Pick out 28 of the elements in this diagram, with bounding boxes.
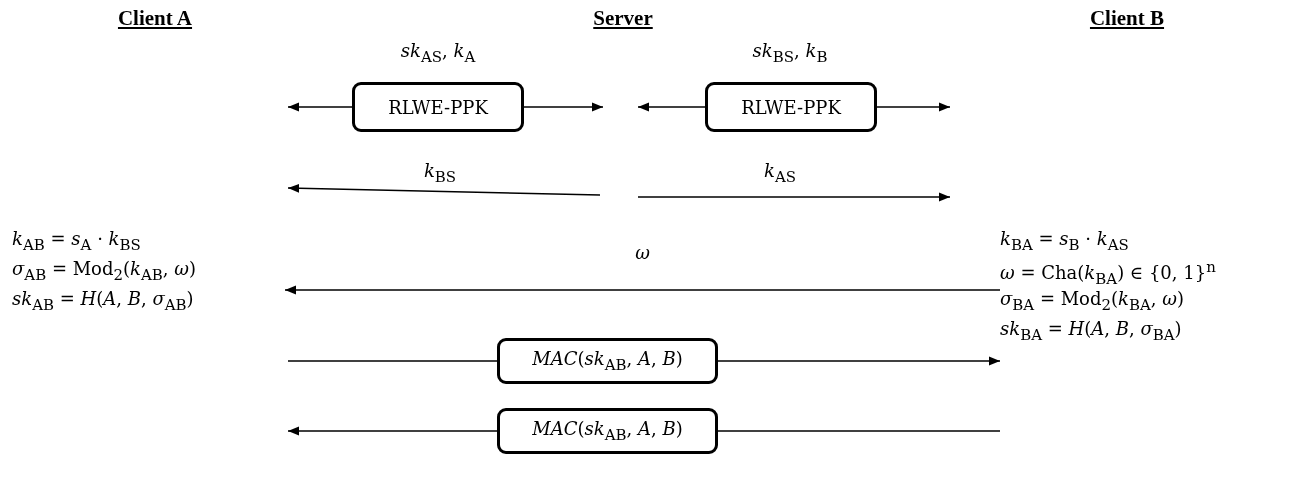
message-label: k$_{BS}$ xyxy=(423,160,457,186)
formula: σ$_{BA}$ = Mod$_{2}$(k$_{BA}$, ω) xyxy=(1000,288,1184,314)
column-heading: Client A xyxy=(117,6,193,31)
process-box: RLWE-PPK xyxy=(705,82,877,132)
arrow xyxy=(284,285,1001,295)
formula: k$_{BA}$ = s$_{B}$ · k$_{AS}$ xyxy=(1000,228,1129,254)
arrow xyxy=(637,102,706,112)
formula: sk$_{BA}$ = H(A, B, σ$_{BA}$) xyxy=(1000,318,1182,344)
formula: sk$_{AB}$ = H(A, B, σ$_{AB}$) xyxy=(12,288,194,314)
connector-line xyxy=(717,430,1001,432)
arrow xyxy=(717,356,1001,366)
message-label: k$_{AS}$ xyxy=(764,160,796,186)
key-label: sk$_{BS}$, k$_{B}$ xyxy=(752,40,828,66)
arrow xyxy=(523,102,604,112)
formula: k$_{AB}$ = s$_{A}$ · k$_{BS}$ xyxy=(12,228,141,254)
key-label: sk$_{AS}$, k$_{A}$ xyxy=(400,40,476,66)
column-heading: Client B xyxy=(1089,6,1165,31)
process-box: RLWE-PPK xyxy=(352,82,524,132)
formula: ω = Cha(k$_{BA}$) ∈ {0, 1}$^{n}$ xyxy=(1000,258,1216,288)
arrow xyxy=(876,102,951,112)
edge-label: ω xyxy=(635,242,650,263)
formula: σ$_{AB}$ = Mod$_{2}$(k$_{AB}$, ω) xyxy=(12,258,196,284)
process-box: MAC(sk$_{AB}$, A, B) xyxy=(497,338,718,384)
arrow xyxy=(287,102,353,112)
connector-line xyxy=(287,360,498,362)
process-box: MAC(sk$_{AB}$, A, B) xyxy=(497,408,718,454)
arrow xyxy=(287,426,498,436)
column-heading: Server xyxy=(593,6,653,31)
